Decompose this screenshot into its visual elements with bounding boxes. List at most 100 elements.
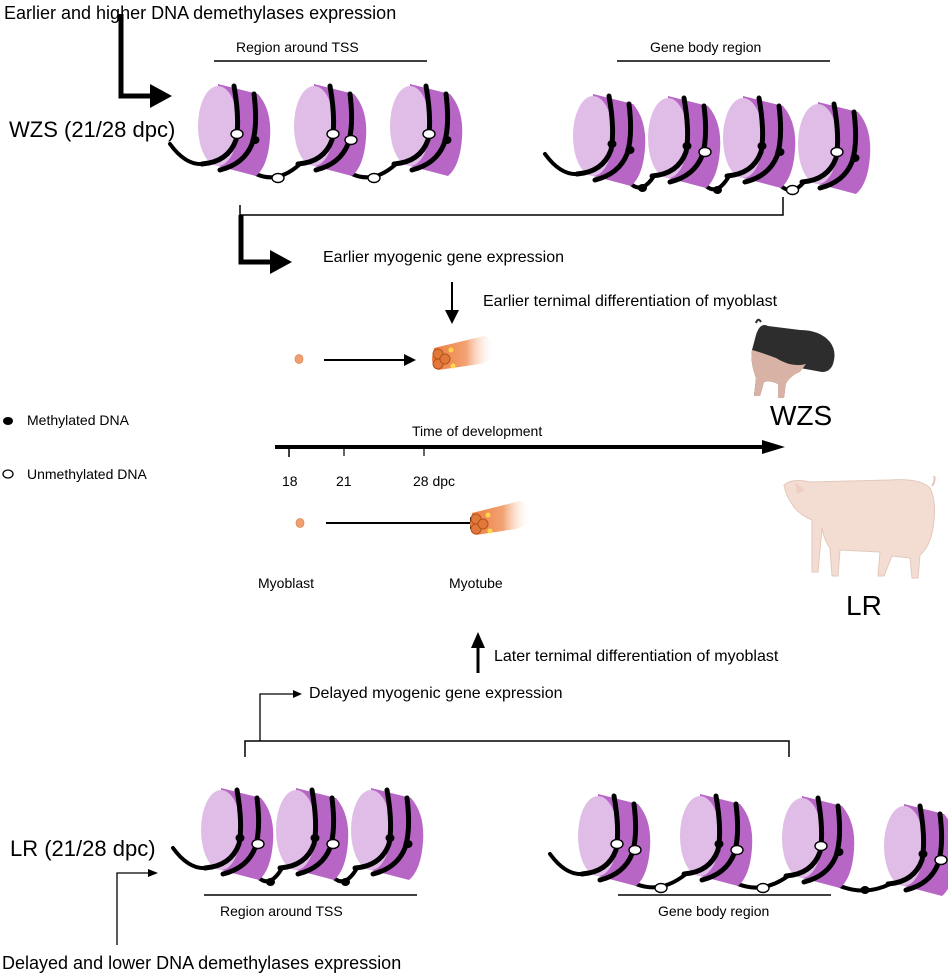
nucleosome [198,83,271,176]
methylated-dna-marker [714,840,724,848]
wzs-demethylase-text: Earlier and higher DNA demethylases expr… [4,3,397,23]
unmethylated-dna-marker [830,146,844,158]
wzs-myotube-icon [432,336,494,370]
methylated-dna-marker [235,834,245,842]
unmethylated-dna-marker [785,184,800,196]
methylated-dna-marker [775,148,785,156]
unmethylated-dna-marker [698,146,712,158]
legend-methylated-marker-icon [3,417,13,425]
lr-gene-expression-arrow [259,690,302,741]
wzs-differentiation-text: Earlier ternimal differentiation of myob… [483,293,778,310]
unmethylated-dna-marker [251,838,265,850]
nucleosome [782,795,855,888]
methylated-dna-marker [442,136,452,144]
nucleosome [884,803,948,896]
myoblast-label: Myoblast [258,575,315,591]
wzs-tss-nucleosome-array [168,83,463,184]
legend-unmethylated-marker-icon [2,469,14,479]
wzs-pig-image [751,318,835,398]
unmethylated-dna-marker [934,854,948,866]
methylated-dna-marker [682,142,692,150]
dna-strand [548,852,586,877]
nucleosome [723,95,796,188]
wzs-differentiation-progress-arrow [324,354,416,366]
lr-differentiation-progress-arrow [326,517,482,529]
wzs-gene-expression-arrow [238,215,292,274]
methylated-dna-marker [860,886,870,894]
methylated-dna-marker [341,878,350,886]
nucleosome [578,793,651,886]
nucleosome [648,95,721,188]
methylated-dna-marker [834,848,844,856]
methylated-dna-marker [266,878,275,886]
unmethylated-dna-marker [344,134,358,146]
wzs-tss-region-label: Region around TSS [236,39,359,55]
wzs-myoblast-cell [294,354,304,364]
lr-sample-label: LR (21/28 dpc) [10,836,156,861]
lr-gene-body-region-label: Gene body region [658,903,770,919]
timeline-title: Time of development [412,423,543,439]
wzs-differentiation-arrow [445,282,459,324]
unmethylated-dna-marker [326,838,340,850]
nucleosome [294,83,367,176]
unmethylated-dna-marker [814,840,828,852]
wzs-gene-body-nucleosome-array [543,93,871,196]
methylated-dna-marker [607,140,617,148]
nucleosome [390,83,463,176]
lr-demethylase-text: Delayed and lower DNA demethylases expre… [2,953,402,973]
unmethylated-dna-marker [326,128,340,140]
timeline-tick-label-21: 21 [336,473,352,489]
lr-pig-image [783,475,936,579]
development-timeline-axis [275,440,785,454]
legend-unmethylated-label: Unmethylated DNA [27,466,147,482]
lr-myoblast-cell [295,518,305,528]
dna-strand [168,142,206,167]
lr-tss-region-label: Region around TSS [220,903,343,919]
lr-gene-body-nucleosome-array [548,793,948,896]
wzs-combine-bracket [239,197,784,216]
wzs-sample-label: WZS (21/28 dpc) [9,117,176,142]
unmethylated-dna-marker [756,882,770,894]
unmethylated-dna-marker [628,844,642,856]
lr-myotube-icon [470,501,530,535]
wzs-demethylase-arrow [118,14,172,108]
methylated-dna-marker [638,184,647,192]
wzs-gene-expression-text: Earlier myogenic gene expression [323,249,565,266]
timeline-tick-label-28: 28 dpc [413,473,456,489]
nucleosome [351,787,424,880]
lr-gene-expression-text: Delayed myogenic gene expression [309,685,563,702]
methylated-dna-marker [713,186,722,194]
lr-pig-label: LR [846,590,882,621]
nucleosome [276,787,349,880]
methylated-dna-marker [250,136,260,144]
lr-tss-nucleosome-array [171,787,424,886]
methylated-dna-marker [757,142,767,150]
lr-differentiation-text: Later ternimal differentiation of myobla… [494,648,779,665]
methylated-dna-marker [310,834,320,842]
unmethylated-dna-marker [730,844,744,856]
unmethylated-dna-marker [230,128,244,140]
unmethylated-dna-marker [271,172,285,184]
nucleosome [798,101,871,194]
nucleosome [680,793,753,886]
methylated-dna-marker [385,834,395,842]
dna-strand [171,846,209,871]
nucleosome [573,93,646,186]
methylated-dna-marker [850,154,860,162]
methylated-dna-marker [625,146,635,154]
legend-methylated-label: Methylated DNA [27,412,129,428]
wzs-gene-body-region-label: Gene body region [650,39,762,55]
dna-strand [543,152,581,177]
lr-differentiation-arrow [471,632,485,673]
wzs-pig-label: WZS [770,400,833,431]
nucleosome [201,787,274,880]
unmethylated-dna-marker [610,838,624,850]
methylated-dna-marker [403,840,413,848]
unmethylated-dna-marker [422,128,436,140]
timeline-tick-label-18: 18 [282,473,298,489]
lr-demethylase-arrow [116,869,158,945]
unmethylated-dna-marker [367,172,381,184]
unmethylated-dna-marker [654,882,668,894]
myotube-label: Myotube [449,575,503,591]
